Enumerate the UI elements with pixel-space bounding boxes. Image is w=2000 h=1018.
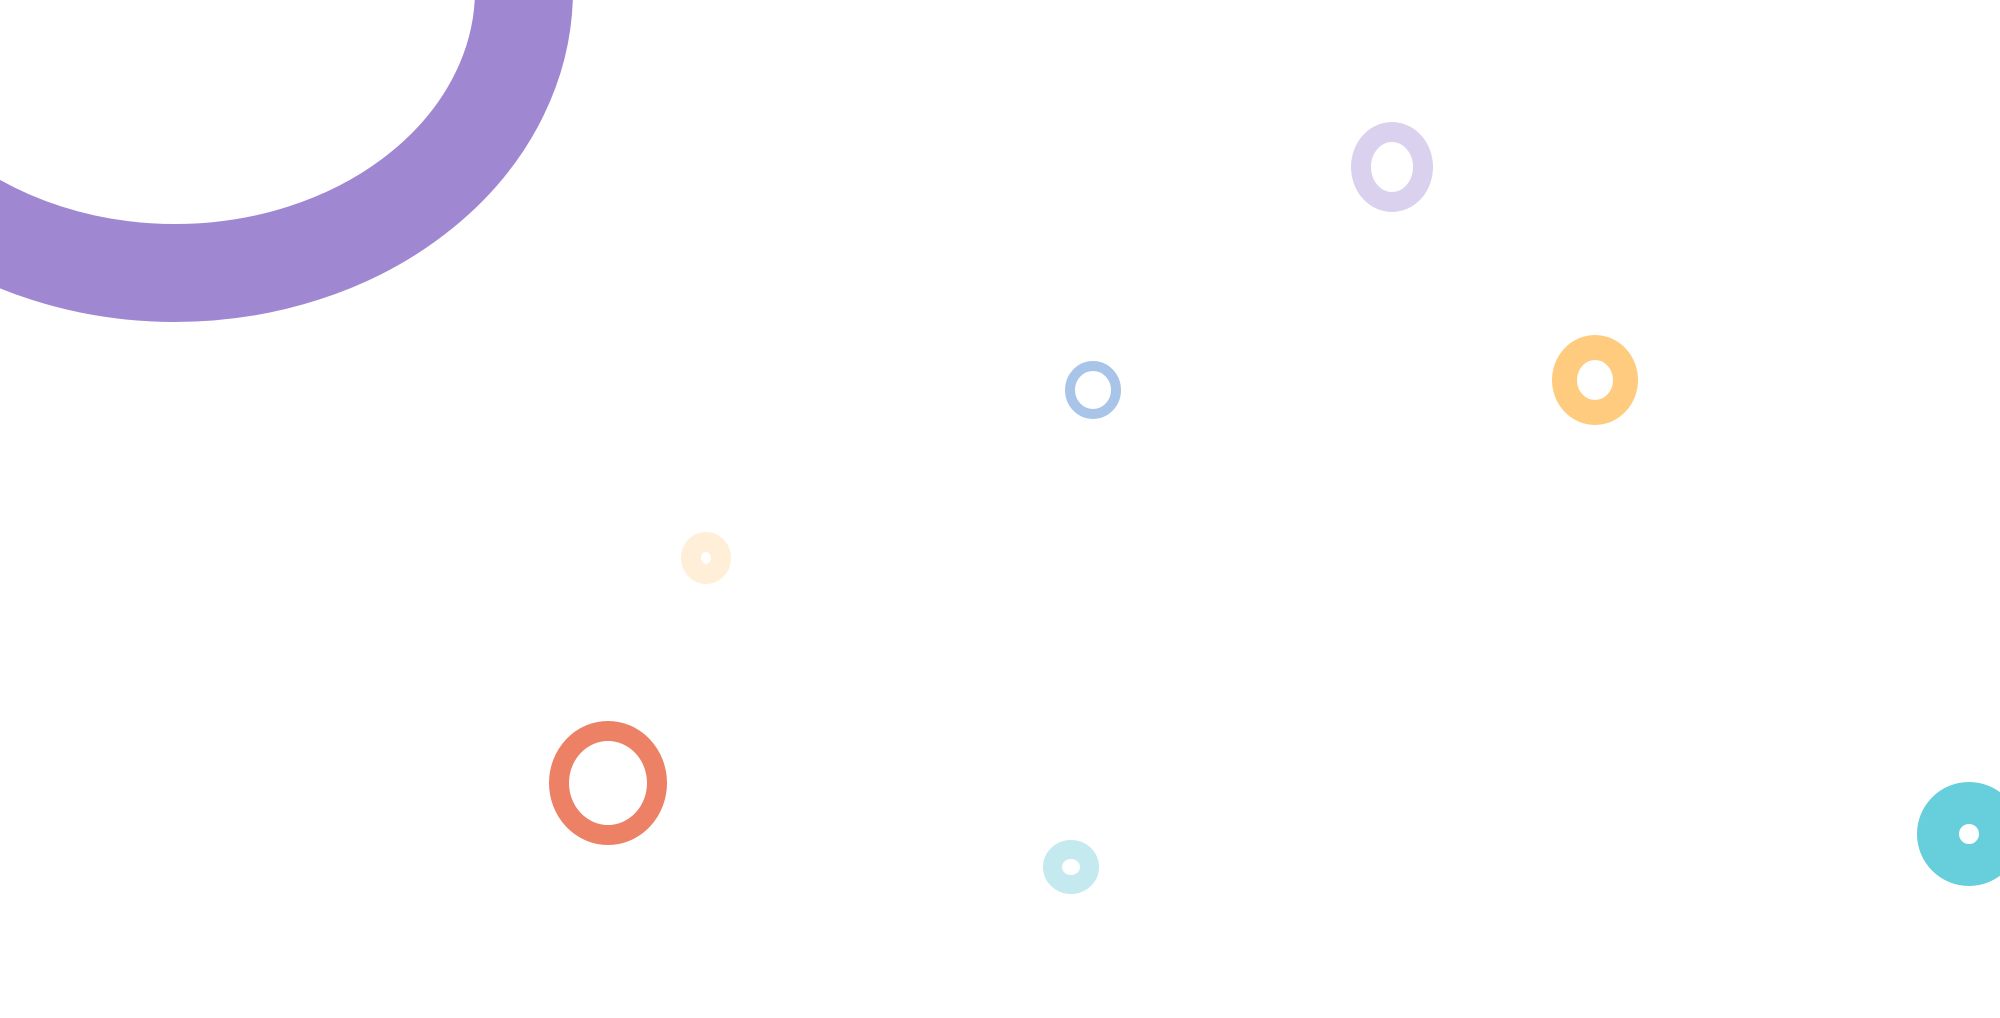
pale-cyan-ring <box>1043 840 1099 894</box>
amber-ring <box>1552 335 1638 425</box>
cream-ring <box>681 532 731 584</box>
large-purple-ring <box>0 0 573 322</box>
cyan-ring <box>1917 782 2000 886</box>
blue-ring <box>1065 361 1121 419</box>
lavender-ring <box>1351 122 1433 212</box>
coral-ring <box>549 721 667 845</box>
ring-layer <box>0 0 2000 894</box>
